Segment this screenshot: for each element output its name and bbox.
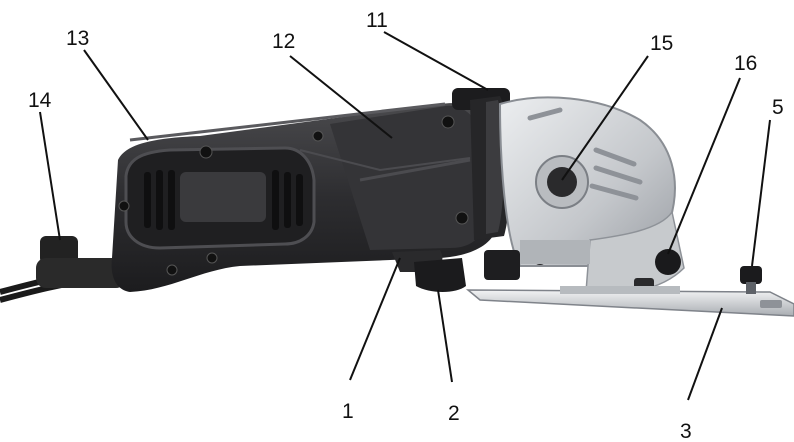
housing-screws	[118, 115, 469, 276]
callout-15: 15	[650, 32, 673, 55]
leader-15	[561, 55, 649, 181]
callout-1: 1	[342, 400, 354, 423]
lock-off-button	[414, 258, 466, 292]
callout-3: 3	[680, 420, 692, 442]
leader-13	[83, 49, 149, 141]
cord-clip	[36, 236, 126, 288]
blade-housing-lower	[484, 240, 590, 280]
leader-14	[39, 111, 61, 241]
leader-16	[667, 77, 741, 255]
leader-5	[751, 119, 771, 267]
callout-14: 14	[28, 89, 52, 112]
callout-11: 11	[366, 9, 388, 32]
fence-lock-knob	[740, 266, 762, 294]
callout-12: 12	[272, 30, 295, 53]
vent-slots	[144, 170, 303, 230]
leader-3	[687, 307, 723, 401]
leader-1	[349, 257, 401, 381]
leader-12	[289, 55, 393, 139]
callout-13: 13	[66, 27, 89, 50]
front-grip	[299, 105, 482, 251]
callout-5: 5	[772, 96, 784, 119]
guard-ribs	[527, 107, 643, 201]
leader-2	[437, 289, 453, 383]
leader-11	[383, 31, 489, 91]
side-grip-panel	[124, 146, 316, 250]
callout-16: 16	[734, 52, 757, 75]
leader-lines	[39, 31, 771, 401]
spindle-arbor-bolt	[535, 155, 589, 209]
base-plate	[465, 286, 794, 317]
callout-labels: 1 2 3 5 11 12 13 14 15 16	[28, 9, 784, 442]
callout-2: 2	[448, 402, 460, 425]
